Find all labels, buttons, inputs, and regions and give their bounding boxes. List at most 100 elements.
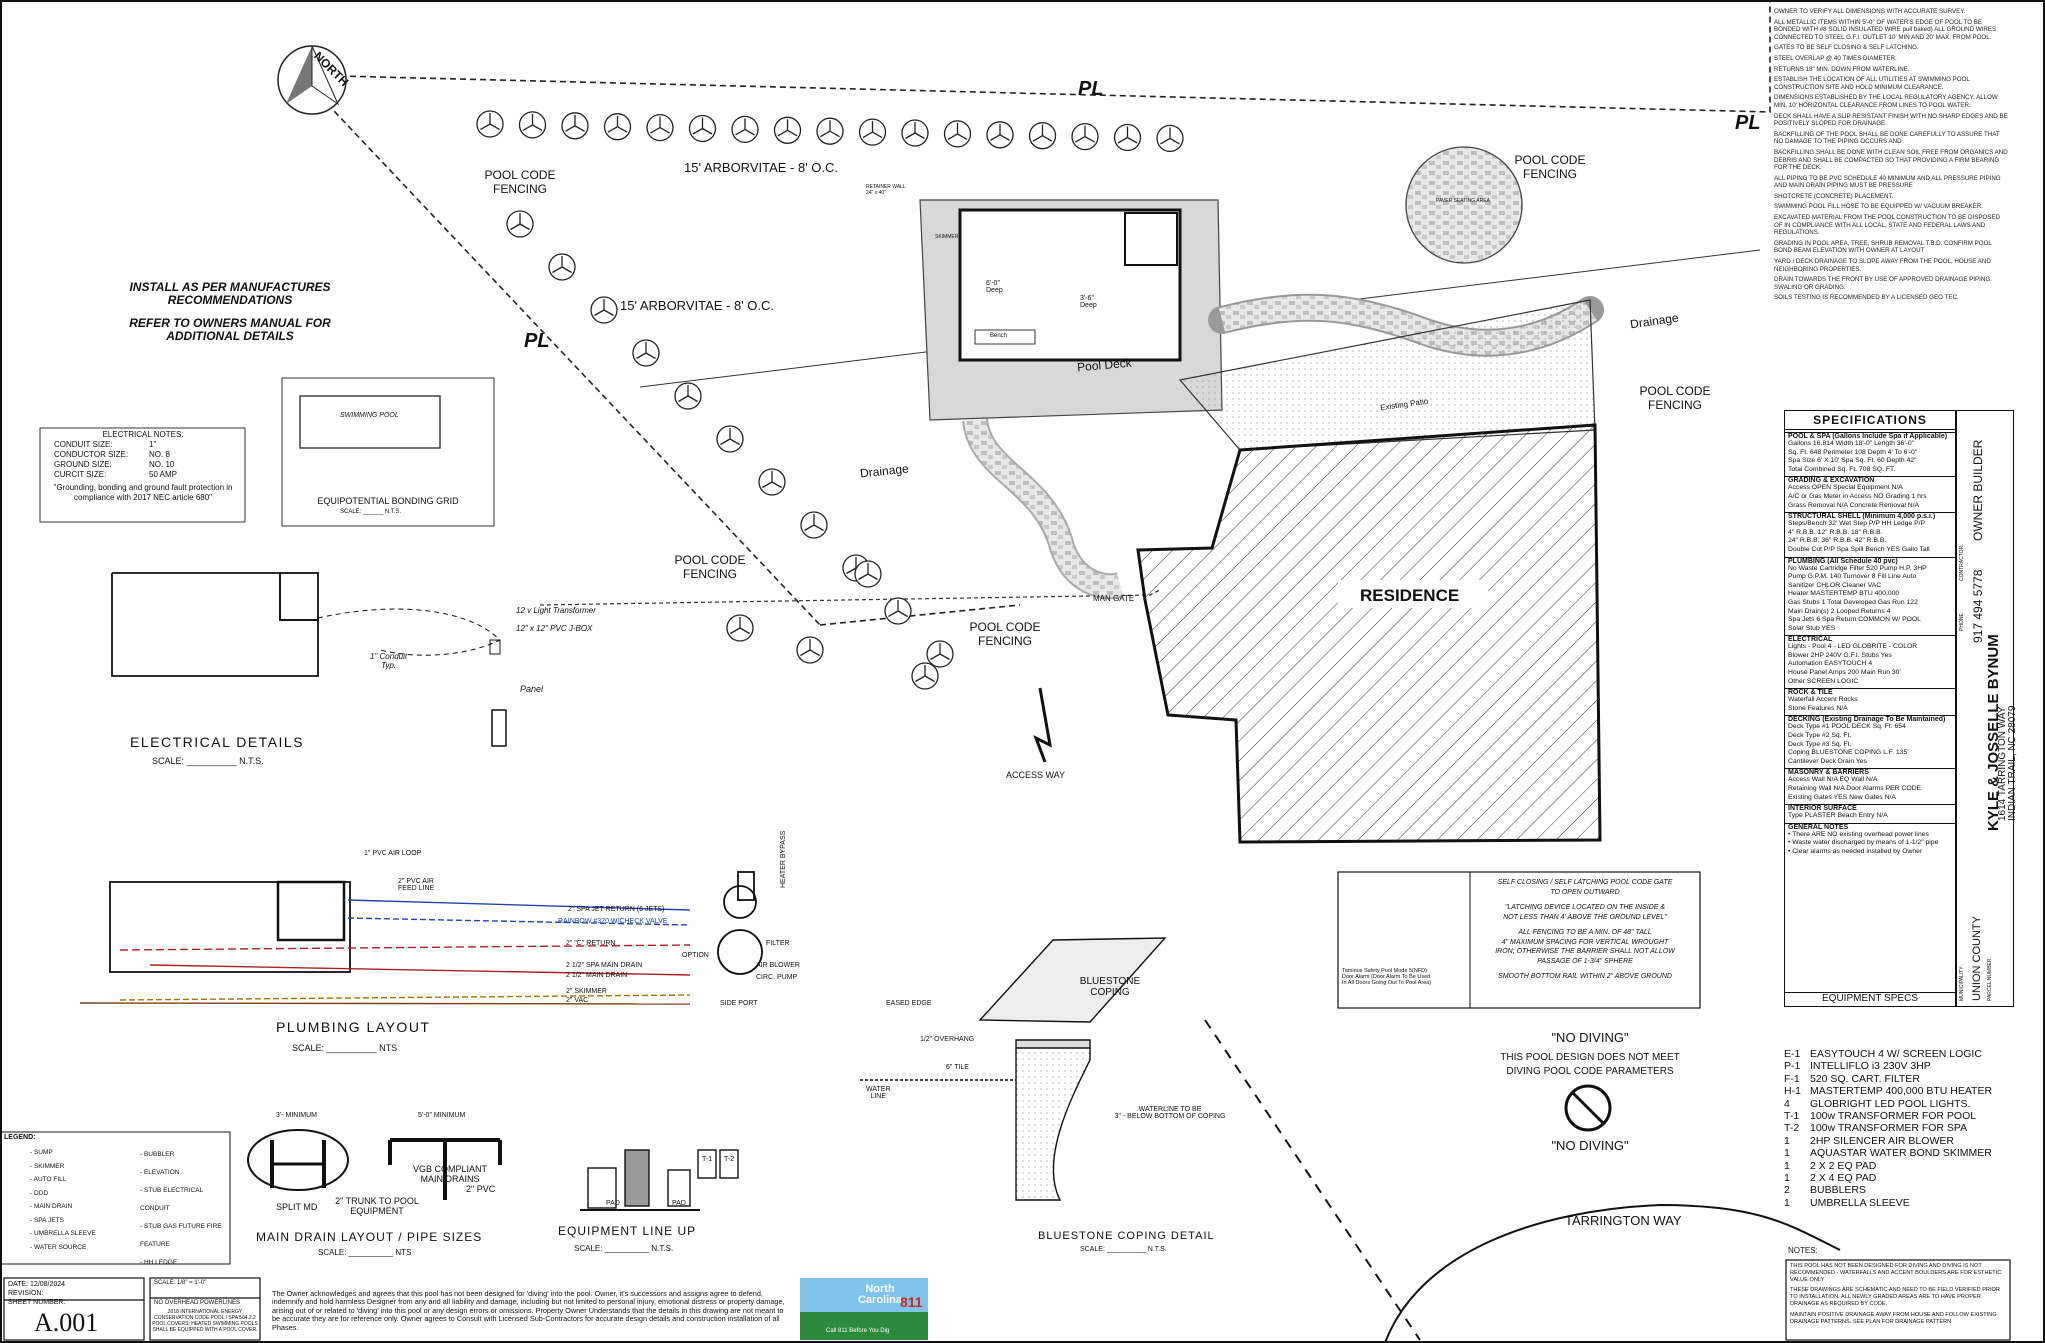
- equipment-lineup-drawing: [580, 1149, 739, 1211]
- construction-note: BACKFILLING SHALL BE DONE WITH CLEAN SOI…: [1774, 148, 2008, 172]
- legend-item: - SKIMMER: [30, 1162, 65, 1170]
- skimmer-label: SKIMMER: [935, 234, 959, 240]
- construction-note: DIMENSIONS ESTABLISHED BY THE LOCAL REGU…: [1774, 94, 1998, 109]
- equipment-code: T-2: [1784, 1122, 1800, 1135]
- title-block: [3, 1277, 261, 1341]
- spec-row: Deck Type #1 POOL DECK Sq. Ft. 654: [1788, 723, 1906, 731]
- electrical-details-scale: SCALE: __________ N.T.S.: [152, 756, 264, 766]
- gate-note-box: [1337, 871, 1701, 1009]
- spec-row: • There ARE NO existing overhead power l…: [1788, 830, 1929, 838]
- bottom-notes-title: NOTES:: [1788, 1246, 1818, 1255]
- gate-note-l2: TO OPEN OUTWARD: [1550, 888, 1620, 896]
- construction-note: RETURNS 18" MIN. DOWN FROM WATERLINE.: [1774, 65, 1910, 73]
- nc811-text: North Carolina: [858, 1284, 902, 1306]
- conduit-label: 1" Conduit Typ.: [370, 652, 408, 670]
- paver-seating-area: [1405, 146, 1523, 264]
- plumb-spa-jet: 2" SPA JET RETURN (6 JETS): [568, 906, 665, 913]
- main-drain-title: MAIN DRAIN LAYOUT / PIPE SIZES: [256, 1230, 483, 1244]
- electrical-note-value: NO. 8: [149, 450, 170, 459]
- pvc-label: 2" PVC: [466, 1184, 496, 1194]
- electrical-notes-footer: "Grounding, bonding and ground fault pro…: [53, 483, 233, 502]
- spec-section: ELECTRICAL: [1785, 635, 1955, 643]
- equipment-desc: 2 X 4 EQ PAD: [1810, 1172, 1877, 1185]
- construction-note: SHOTCRETE (CONCRETE) PLACEMENT.: [1774, 192, 1894, 200]
- phone-label: PHONE:: [1959, 611, 1965, 631]
- plumb-air-feed: 2" PVC AIR FEED LINE: [398, 878, 435, 892]
- parcel-label: PARCEL NUMBER:: [1987, 957, 1993, 1001]
- electrical-note-row: CURCIT SIZE:50 AMP: [44, 470, 242, 480]
- spec-row: House Panel Amps 200 Main Run 30': [1788, 669, 1901, 677]
- bonding-title: EQUIPOTENTIAL BONDING GRID: [317, 496, 459, 506]
- tb-scale: SCALE: 1/8" = 1'-0": [154, 1280, 207, 1286]
- spec-section: INTERIOR SURFACE: [1785, 804, 1955, 812]
- transformer-label: 12 v Light Transformer: [516, 606, 596, 615]
- contractor-label: CONTRACTOR:: [1959, 544, 1965, 581]
- plumb-air-loop: 1" PVC AIR LOOP: [364, 850, 422, 857]
- access-way-arrow: [1033, 687, 1052, 763]
- install-note-line4: ADDITIONAL DETAILS: [166, 329, 294, 343]
- legend-col2: - BUBBLER- ELEVATION- STUB ELECTRICAL CO…: [140, 1146, 230, 1272]
- legend-item: - STUB ELECTRICAL CONDUIT: [140, 1187, 203, 1212]
- tb-sheet: A.001: [34, 1308, 99, 1337]
- spec-row: Lights - Pool 4 - LED GLOBRITE - COLOR: [1788, 643, 1918, 651]
- tb-sheet-number: SHEET NUMBER:: [8, 1299, 66, 1306]
- legend-item: - SUMP: [30, 1149, 53, 1156]
- residence-label: RESIDENCE: [1360, 586, 1460, 605]
- pl-mark-right: PL: [1735, 112, 1761, 134]
- equip-lineup-scale: SCALE: __________ N.T.S.: [574, 1244, 674, 1253]
- tb-powerlines: NO OVERHEAD POWERLINES: [154, 1300, 241, 1306]
- vgb-label: VGB COMPLIANT MAIN DRAINS: [412, 1164, 487, 1184]
- spec-row: Grass Removal N/A Concrete Removal N/A: [1788, 501, 1920, 509]
- plumb-option: OPTION: [682, 952, 709, 959]
- spec-row: Deck Type #2 Sq. Ft.: [1788, 732, 1852, 740]
- spec-row: Heater MASTERTEMP BTU 400,000: [1788, 590, 1900, 598]
- spec-section: POOL & SPA (Gallons Include Spa if Appli…: [1785, 432, 1955, 440]
- electrical-notes-title: ELECTRICAL NOTES:: [102, 430, 184, 439]
- bonding-scale-val: N.T.S.: [384, 509, 402, 515]
- install-note: INSTALL AS PER MANUFACTURES RECOMMENDATI…: [90, 281, 370, 343]
- spec-row: No Waste Cartridge Filter 520 Pump H.P. …: [1788, 564, 1927, 572]
- electrical-details-title: ELECTRICAL DETAILS: [130, 734, 305, 750]
- legend-item: - UMBRELLA SLEEVE: [30, 1230, 96, 1237]
- spec-row: Double Cut P/P Spa Spill Bench YES Gallo…: [1788, 545, 1930, 553]
- bottom-note-2: THESE DRAWINGS ARE SCHEMATIC AND NEED TO…: [1790, 1287, 2000, 1307]
- no-diving-icon: [1564, 1084, 1612, 1132]
- construction-note: ALL PIPING TO BE PVC SCHEDULE 40 MINIMUM…: [1774, 174, 2001, 190]
- spec-row: Automation EASYTOUCH 4: [1788, 660, 1873, 668]
- spec-section: MASONRY & BARRIERS: [1785, 768, 1955, 776]
- nc811-l1: North: [865, 1283, 895, 1295]
- legend-col1: - SUMP- SKIMMER- AUTO FILL- DDD- MAIN DR…: [30, 1146, 96, 1254]
- equipment-desc: 100w TRANSFORMER FOR SPA: [1810, 1122, 1968, 1135]
- spec-section: STRUCTURAL SHELL (Minimum 4,000 p.s.i.): [1785, 512, 1955, 520]
- legend-item: - SPA JETS: [30, 1216, 64, 1224]
- spec-section: ROCK & TILE: [1785, 688, 1955, 696]
- equipment-desc: GLOBRIGHT LED POOL LIGHTS.: [1810, 1097, 1971, 1110]
- spec-row: Cantilever Deck Drain Yes: [1788, 757, 1867, 765]
- plumbing-scale: SCALE: __________ NTS: [292, 1043, 398, 1053]
- coping-title: BLUESTONE COPING DETAIL: [1038, 1230, 1215, 1242]
- spec-section: PLUMBING (All Schedule 40 pvc): [1785, 556, 1955, 565]
- plumb-circ-pump: CIRC. PUMP: [756, 974, 798, 981]
- spec-row: Steps/Bench 32' Wet Step P/P HH Ledge P/…: [1788, 520, 1926, 528]
- spec-row: Blower 2HP 240V G.F.I. Stubs Yes: [1788, 651, 1892, 659]
- equipment-code: P-1: [1784, 1060, 1801, 1073]
- address-line2: INDIAN TRAIL, NC 28079: [2007, 705, 2018, 821]
- md-scale-val: NTS: [395, 1248, 412, 1257]
- general-construction-notes: OWNER TO VERIFY ALL DIMENSIONS WITH ACCU…: [1774, 8, 2009, 305]
- plumbing-layout-drawing: [79, 871, 763, 1005]
- gate-note-l7: IRON; OTHERWISE THE BARRIER SHALL NOT AL…: [1495, 948, 1675, 955]
- plumb-spa-drain: 2 1/2" SPA MAIN DRAIN: [566, 962, 643, 969]
- construction-note: ESTABLISH THE LOCATION OF ALL UTILITIES …: [1774, 76, 1970, 91]
- plumb-main-drain: 2 1/2" MAIN DRAIN: [566, 972, 628, 979]
- electrical-detail-drawing: [111, 572, 507, 747]
- install-note-line3: REFER TO OWNERS MANUAL FOR: [129, 316, 331, 330]
- spec-row: Total Combined Sq. Ft. 708 SQ. FT.: [1788, 465, 1896, 473]
- bonding-scale: SCALE: ______ N.T.S.: [340, 509, 402, 515]
- coping-detail-drawing: [860, 937, 1167, 1201]
- legend-item: - AUTO FILL: [30, 1176, 67, 1183]
